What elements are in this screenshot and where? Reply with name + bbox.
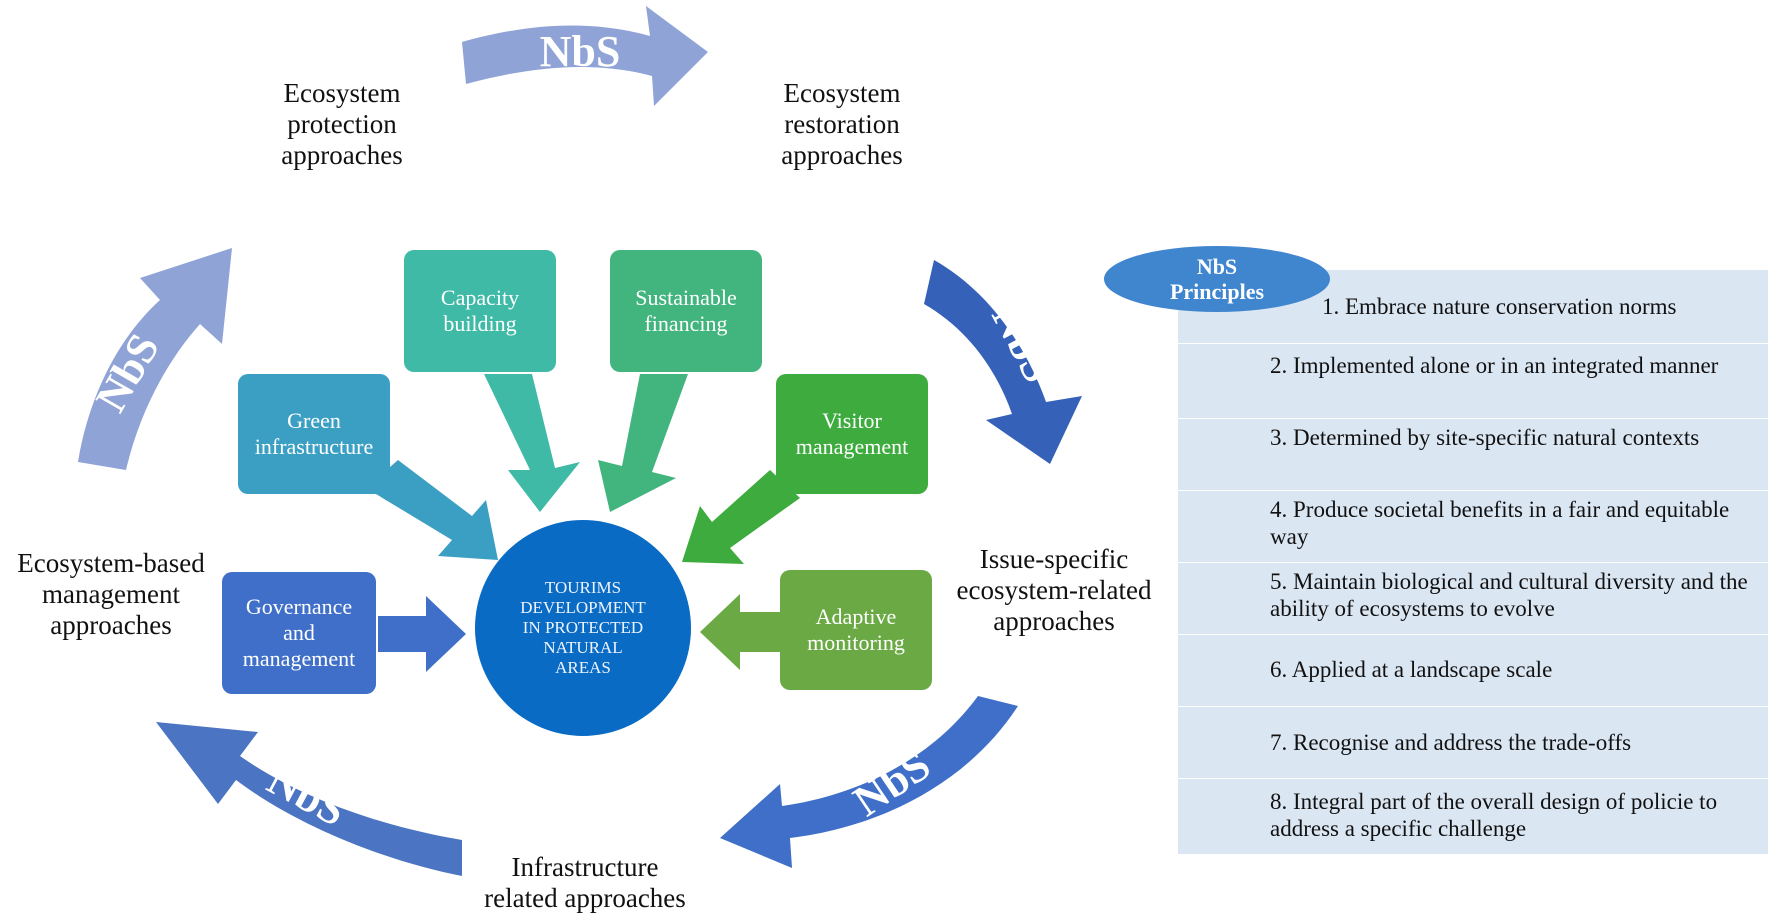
arrow-capacity-to-center (484, 374, 580, 512)
principle-item: 3. Determined by site-specific natural c… (1270, 425, 1700, 450)
arrow-financing-to-center (598, 374, 688, 512)
principles-divider (1178, 706, 1768, 707)
label-ecosystem-based-management: Ecosystem-based management approaches (17, 548, 205, 640)
principles-divider (1178, 634, 1768, 635)
cycle-arrow-top-left: NbS (78, 248, 232, 470)
cycle-arrow-top-label: NbS (540, 27, 621, 76)
principles-divider (1178, 418, 1768, 419)
principle-item: 4. Produce societal benefits in a fair a… (1270, 497, 1730, 549)
box-governance-and-management: Governance and management (222, 572, 376, 694)
box-capacity-building: Capacity building (404, 250, 556, 372)
label-infrastructure-related: Infrastructure related approaches (484, 852, 686, 913)
label-issue-specific: Issue-specific ecosystem-related approac… (956, 544, 1152, 636)
principle-item: 7. Recognise and address the trade-offs (1270, 730, 1632, 755)
label-ecosystem-protection: Ecosystem protection approaches (281, 78, 403, 170)
cycle-arrow-right: NbS (924, 260, 1082, 464)
principles-divider (1178, 490, 1768, 491)
principle-item: 2. Implemented alone or in an integrated… (1270, 353, 1719, 378)
principle-item: 6. Applied at a landscape scale (1270, 657, 1553, 682)
cycle-arrow-bottom-left: NbS (156, 722, 462, 876)
box-green-infrastructure: Green infrastructure (238, 374, 390, 494)
arrow-adaptive-to-center (700, 594, 786, 670)
arrow-governance-to-center (378, 596, 466, 672)
principle-item: 1. Embrace nature conservation norms (1322, 294, 1677, 319)
box-sustainable-financing: Sustainable financing (610, 250, 762, 372)
center-tourism-development: TOURIMS DEVELOPMENT IN PROTECTED NATURAL… (475, 520, 691, 736)
cycle-arrow-bottom-right: NbS (720, 696, 1018, 868)
principle-item: 5. Maintain biological and cultural dive… (1270, 569, 1748, 621)
box-adaptive-monitoring: Adaptive monitoring (780, 570, 932, 690)
principle-item: 8. Integral part of the overall design o… (1270, 789, 1718, 841)
cycle-arrow-top: NbS (462, 6, 708, 106)
arrow-green-to-center (366, 460, 498, 560)
principles-divider (1178, 778, 1768, 779)
principles-divider (1178, 562, 1768, 563)
principles-divider (1178, 343, 1768, 344)
principles-title-badge: NbS Principles (1104, 246, 1330, 312)
label-ecosystem-restoration: Ecosystem restoration approaches (781, 78, 903, 170)
arrow-visitor-to-center (682, 470, 800, 564)
box-visitor-management: Visitor management (776, 374, 928, 494)
